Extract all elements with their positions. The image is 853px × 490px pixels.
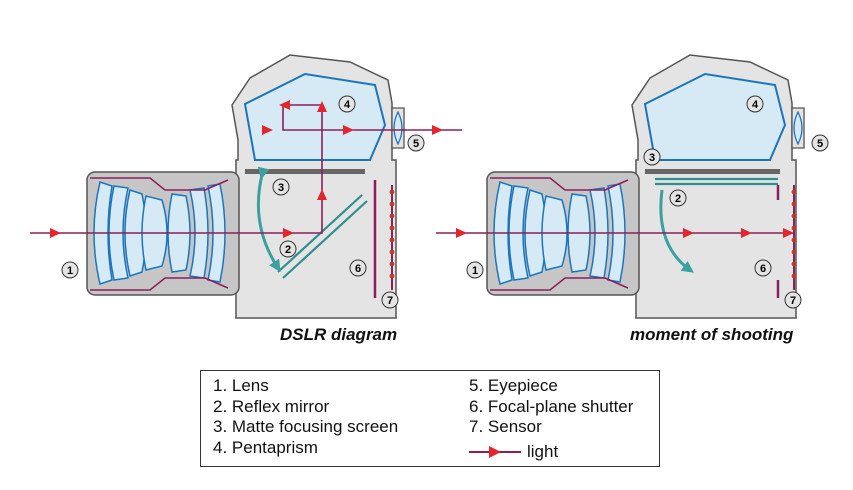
svg-text:4: 4 (344, 99, 351, 111)
lens-housing-lines (490, 177, 629, 291)
curved-arrow-icon (659, 189, 694, 273)
light-path (30, 104, 462, 234)
svg-text:6: 6 (760, 263, 766, 275)
svg-text:6: 6 (355, 263, 361, 275)
marker-7: 7 (381, 291, 399, 309)
svg-text:4: 4 (752, 99, 759, 111)
legend-item-sensor: 7. Sensor (469, 417, 542, 436)
svg-text:5: 5 (413, 138, 419, 150)
eyepiece-lens (793, 110, 803, 146)
eyepiece-lens (393, 110, 403, 146)
dslr-diagram: 1 2 3 4 5 6 7 (30, 54, 462, 319)
lens-housing-lines (90, 177, 229, 291)
svg-text:7: 7 (790, 295, 796, 307)
sensor (791, 185, 797, 290)
legend-item-pentaprism: 4. Pentaprism (213, 437, 318, 457)
marker-4: 4 (338, 95, 356, 113)
marker-3: 3 (272, 178, 290, 196)
marker-7: 7 (784, 291, 802, 309)
legend-item-focusing-screen: 3. Matte focusing screen (213, 417, 399, 436)
svg-text:1: 1 (67, 265, 73, 277)
svg-text:3: 3 (278, 182, 284, 194)
legend-item-eyepiece: 5. Eyepiece (469, 376, 558, 395)
sensor (389, 185, 395, 290)
legend-light-label: light (527, 442, 559, 461)
legend-item-reflex-mirror: 2. Reflex mirror (213, 396, 330, 416)
svg-text:1: 1 (472, 265, 478, 277)
legend-left-column: 1. Lens 2. Reflex mirror 3. Matte focusi… (213, 376, 398, 458)
pentaprism (243, 72, 387, 161)
number-markers: 1 2 3 4 5 6 7 (466, 95, 829, 309)
diagram-caption-dslr: DSLR diagram (280, 325, 398, 344)
curved-arrow-icon (256, 166, 281, 273)
marker-6: 6 (754, 259, 772, 277)
marker-1: 1 (61, 261, 79, 279)
legend-right-column: 5. Eyepiece 6. Focal-plane shutter 7. Se… (469, 376, 633, 438)
number-markers: 1 2 3 4 5 6 7 (61, 95, 425, 309)
marker-1: 1 (466, 261, 484, 279)
svg-text:2: 2 (285, 244, 291, 256)
legend-item-shutter: 6. Focal-plane shutter (469, 396, 634, 416)
svg-text:7: 7 (387, 295, 393, 307)
focusing-screen (245, 169, 365, 174)
marker-6: 6 (349, 259, 367, 277)
marker-5: 5 (811, 134, 829, 152)
arrow-head-icon (469, 446, 521, 458)
marker-4: 4 (746, 95, 764, 113)
reflex-mirror (655, 177, 778, 186)
marker-3: 3 (643, 148, 661, 166)
legend-item-lens: 1. Lens (213, 376, 269, 395)
marker-2: 2 (669, 189, 687, 207)
svg-text:5: 5 (817, 138, 823, 150)
legend-box: 1. Lens 2. Reflex mirror 3. Matte focusi… (200, 370, 660, 467)
marker-5: 5 (407, 134, 425, 152)
svg-text:3: 3 (649, 152, 655, 164)
arrow-head-icon (50, 100, 443, 238)
arrow-head-icon (456, 228, 794, 238)
moment-of-shooting-diagram: 1 2 3 4 5 6 7 (436, 54, 829, 319)
focusing-screen (645, 169, 780, 174)
svg-text:2: 2 (675, 193, 681, 205)
diagram-caption-shooting: moment of shooting (630, 325, 794, 344)
marker-2: 2 (279, 240, 297, 258)
